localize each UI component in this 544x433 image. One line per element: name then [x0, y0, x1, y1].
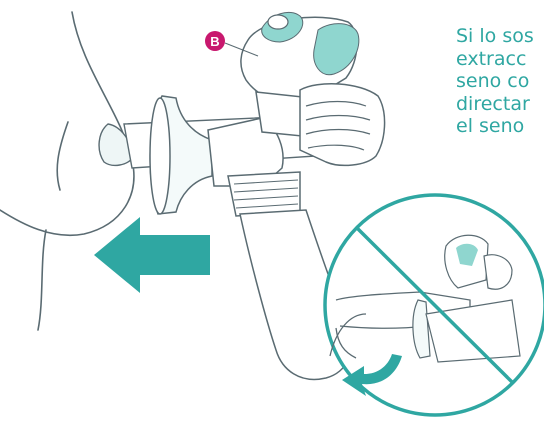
caption-line: seno co [456, 70, 544, 93]
caption-line: el seno [456, 115, 544, 138]
incorrect-use-inset [325, 195, 544, 415]
direction-arrow [94, 217, 210, 293]
body-outline [0, 12, 134, 330]
part-badge-label: B [210, 34, 219, 49]
top-button-cap [268, 15, 288, 29]
pump-flange-rim [150, 98, 170, 214]
caption-line: directar [456, 93, 544, 116]
caption-line: Si lo sos [456, 25, 544, 48]
pump-collar [228, 172, 300, 216]
instruction-caption: Si lo sos extracc seno co directar el se… [456, 25, 544, 138]
caption-line: extracc [456, 48, 544, 71]
holding-hand [300, 84, 385, 166]
